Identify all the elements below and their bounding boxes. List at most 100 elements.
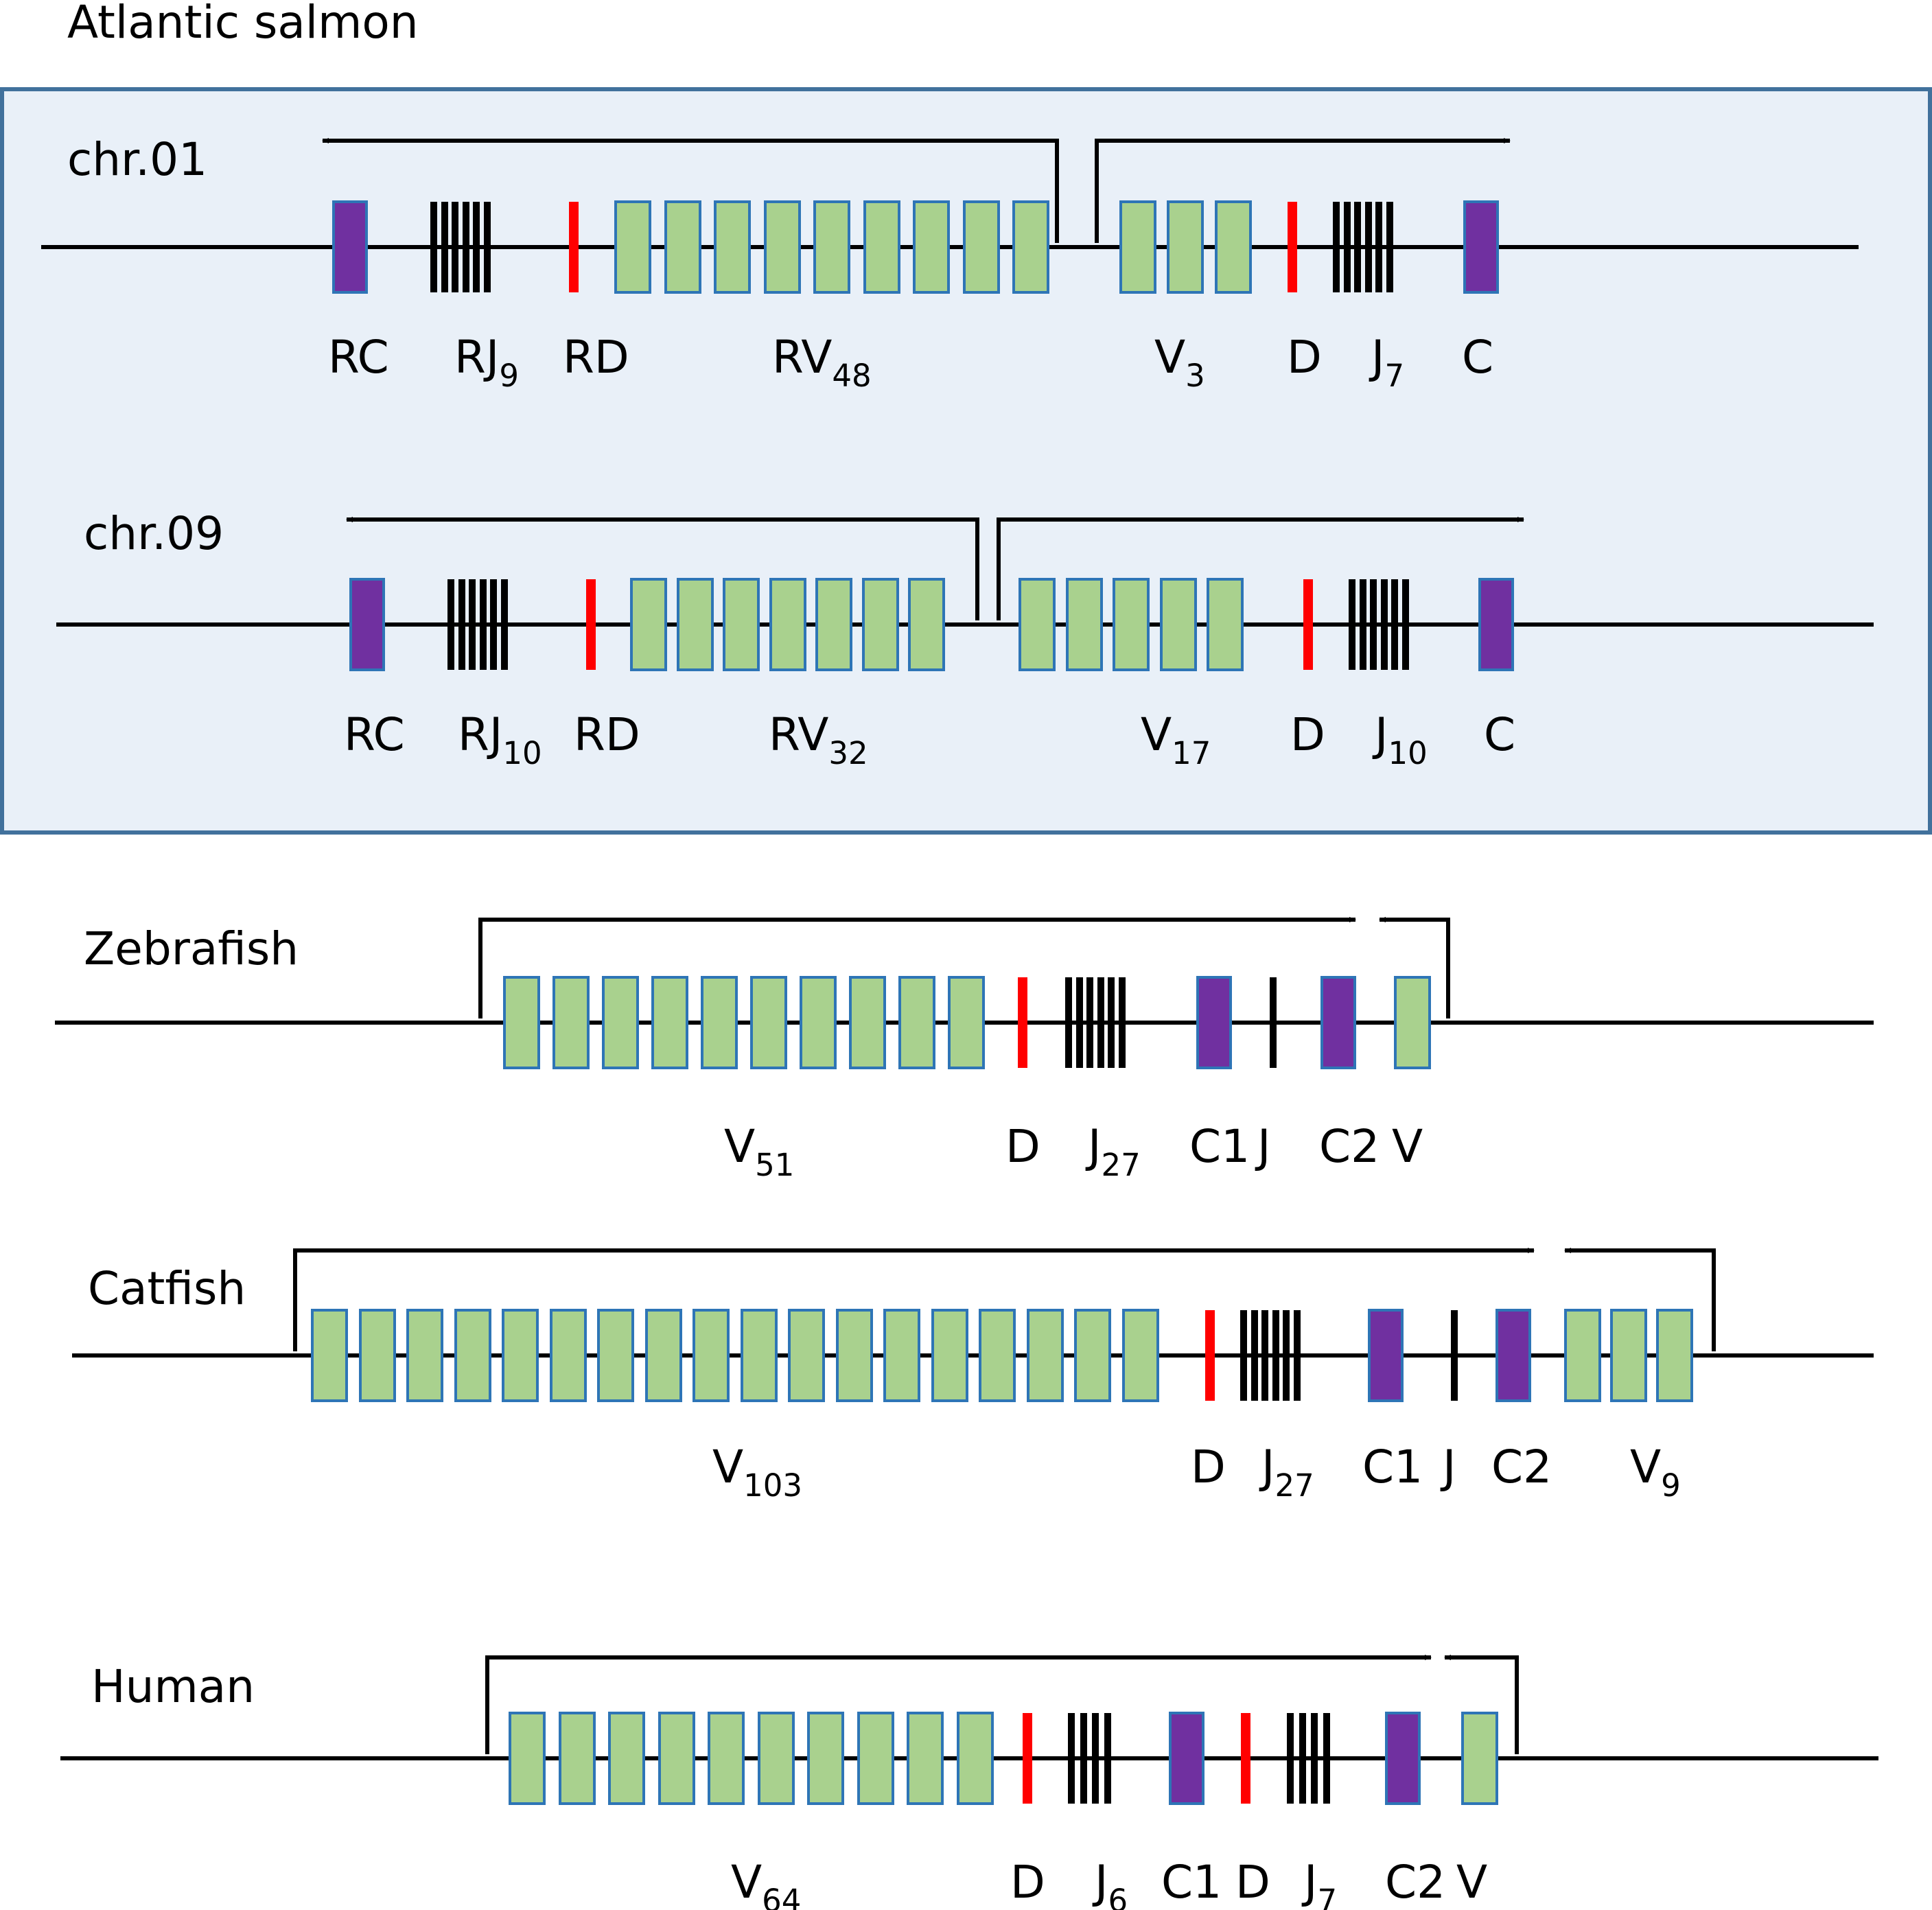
rearrangement-arrow-left (346, 517, 979, 620)
segment-label: D (1290, 708, 1325, 761)
c-gene-segment (1368, 1309, 1404, 1402)
v-gene-segment (1564, 1309, 1601, 1402)
rearrangement-arrow-left (1379, 917, 1450, 1018)
v-gene-segment (948, 976, 985, 1069)
v-gene-segment (503, 976, 540, 1069)
v-gene-segment (1610, 1309, 1647, 1402)
v-gene-segment (311, 1309, 348, 1402)
v-gene-segment (857, 1712, 894, 1805)
v-gene-segment (559, 1712, 596, 1805)
segment-label: J (1255, 1120, 1270, 1173)
segment-label: RV32 (769, 708, 868, 771)
segment-label: C1 (1189, 1120, 1250, 1173)
v-gene-segment (502, 1309, 539, 1402)
segment-label: J7 (1369, 331, 1404, 394)
locus-graphics (41, 138, 1878, 1805)
v-gene-segment (550, 1309, 587, 1402)
rearrangement-arrow-left (1564, 1248, 1716, 1351)
v-gene-segment (1066, 578, 1103, 671)
c-gene-segment (1478, 578, 1514, 671)
rearrangement-arrow-left (322, 138, 1059, 243)
v-gene-segment (862, 578, 899, 671)
v-gene-segment (1461, 1712, 1498, 1805)
segment-label: V (1392, 1120, 1423, 1173)
segment-label: C (1484, 708, 1515, 761)
c-gene-segment (1320, 976, 1356, 1069)
v-gene-segment (963, 200, 1000, 294)
v-gene-segment (714, 200, 751, 294)
v-gene-segment (907, 1712, 944, 1805)
segment-label: C1 (1362, 1441, 1423, 1493)
segment-label: J7 (1301, 1856, 1337, 1910)
segment-label: J27 (1085, 1120, 1141, 1183)
segment-label: RV48 (772, 331, 872, 394)
v-gene-segment (979, 1309, 1016, 1402)
segment-label: V64 (731, 1856, 801, 1910)
segment-label: J6 (1092, 1856, 1128, 1910)
v-gene-segment (849, 976, 886, 1069)
segment-label: C2 (1491, 1441, 1552, 1493)
v-gene-segment (693, 1309, 730, 1402)
locus-name-chr09: chr.09 (84, 507, 224, 560)
v-gene-segment (708, 1712, 745, 1805)
c-gene-segment (1169, 1712, 1204, 1805)
v-gene-segment (608, 1712, 645, 1805)
v-gene-segment (883, 1309, 920, 1402)
segment-label: C2 (1385, 1856, 1445, 1909)
rearrangement-arrow-right (997, 517, 1524, 620)
segment-label: J (1440, 1441, 1456, 1493)
v-gene-segment (913, 200, 950, 294)
v-gene-segment (630, 578, 667, 671)
segment-label: C1 (1161, 1856, 1222, 1909)
segment-label: RJ10 (458, 708, 542, 771)
v-gene-segment (1656, 1309, 1693, 1402)
v-gene-segment (931, 1309, 968, 1402)
segment-label: RC (328, 331, 389, 384)
v-gene-segment (764, 200, 801, 294)
v-gene-segment (788, 1309, 825, 1402)
segment-label: V17 (1141, 708, 1211, 771)
v-gene-segment (658, 1712, 695, 1805)
rearrangement-arrow-left (1444, 1655, 1519, 1754)
v-gene-segment (1012, 200, 1049, 294)
rearrangement-arrow-right (293, 1248, 1535, 1351)
v-gene-segment (1160, 578, 1197, 671)
v-gene-segment (509, 1712, 546, 1805)
v-gene-segment (454, 1309, 491, 1402)
v-gene-segment (645, 1309, 682, 1402)
v-gene-segment (1167, 200, 1204, 294)
c-gene-segment (1196, 976, 1232, 1069)
segment-label: D (1235, 1856, 1270, 1909)
v-gene-segment (701, 976, 738, 1069)
segment-label: V51 (724, 1120, 794, 1183)
segment-label: RJ9 (454, 331, 519, 394)
v-gene-segment (1113, 578, 1150, 671)
segment-label: RC (344, 708, 405, 761)
v-gene-segment (597, 1309, 634, 1402)
v-gene-segment (1122, 1309, 1159, 1402)
segment-label: RD (574, 708, 640, 761)
segment-label: J27 (1259, 1441, 1314, 1504)
v-gene-segment (359, 1309, 396, 1402)
segment-label: RD (563, 331, 629, 384)
segment-labels: RC RJ9 RD RV48 V3 D J7 C RC RJ10 RD RV32… (328, 331, 1681, 1910)
segment-label: V (1456, 1856, 1487, 1909)
rearrangement-arrow-right (478, 917, 1356, 1018)
locus-name-human: Human (91, 1660, 255, 1713)
v-gene-segment (863, 200, 900, 294)
locus-name-chr01: chr.01 (67, 133, 207, 186)
v-gene-segment (741, 1309, 778, 1402)
c-gene-segment (332, 200, 368, 294)
c-gene-segment (1495, 1309, 1531, 1402)
segment-label: D (1005, 1120, 1040, 1173)
segment-label: C2 (1319, 1120, 1380, 1173)
rearrangement-arrow-right (1095, 138, 1511, 243)
c-gene-segment (1463, 200, 1499, 294)
v-gene-segment (815, 578, 852, 671)
segment-label: V103 (712, 1441, 802, 1504)
c-gene-segment (1385, 1712, 1421, 1805)
v-gene-segment (1074, 1309, 1111, 1402)
v-gene-segment (602, 976, 639, 1069)
v-gene-segment (758, 1712, 795, 1805)
